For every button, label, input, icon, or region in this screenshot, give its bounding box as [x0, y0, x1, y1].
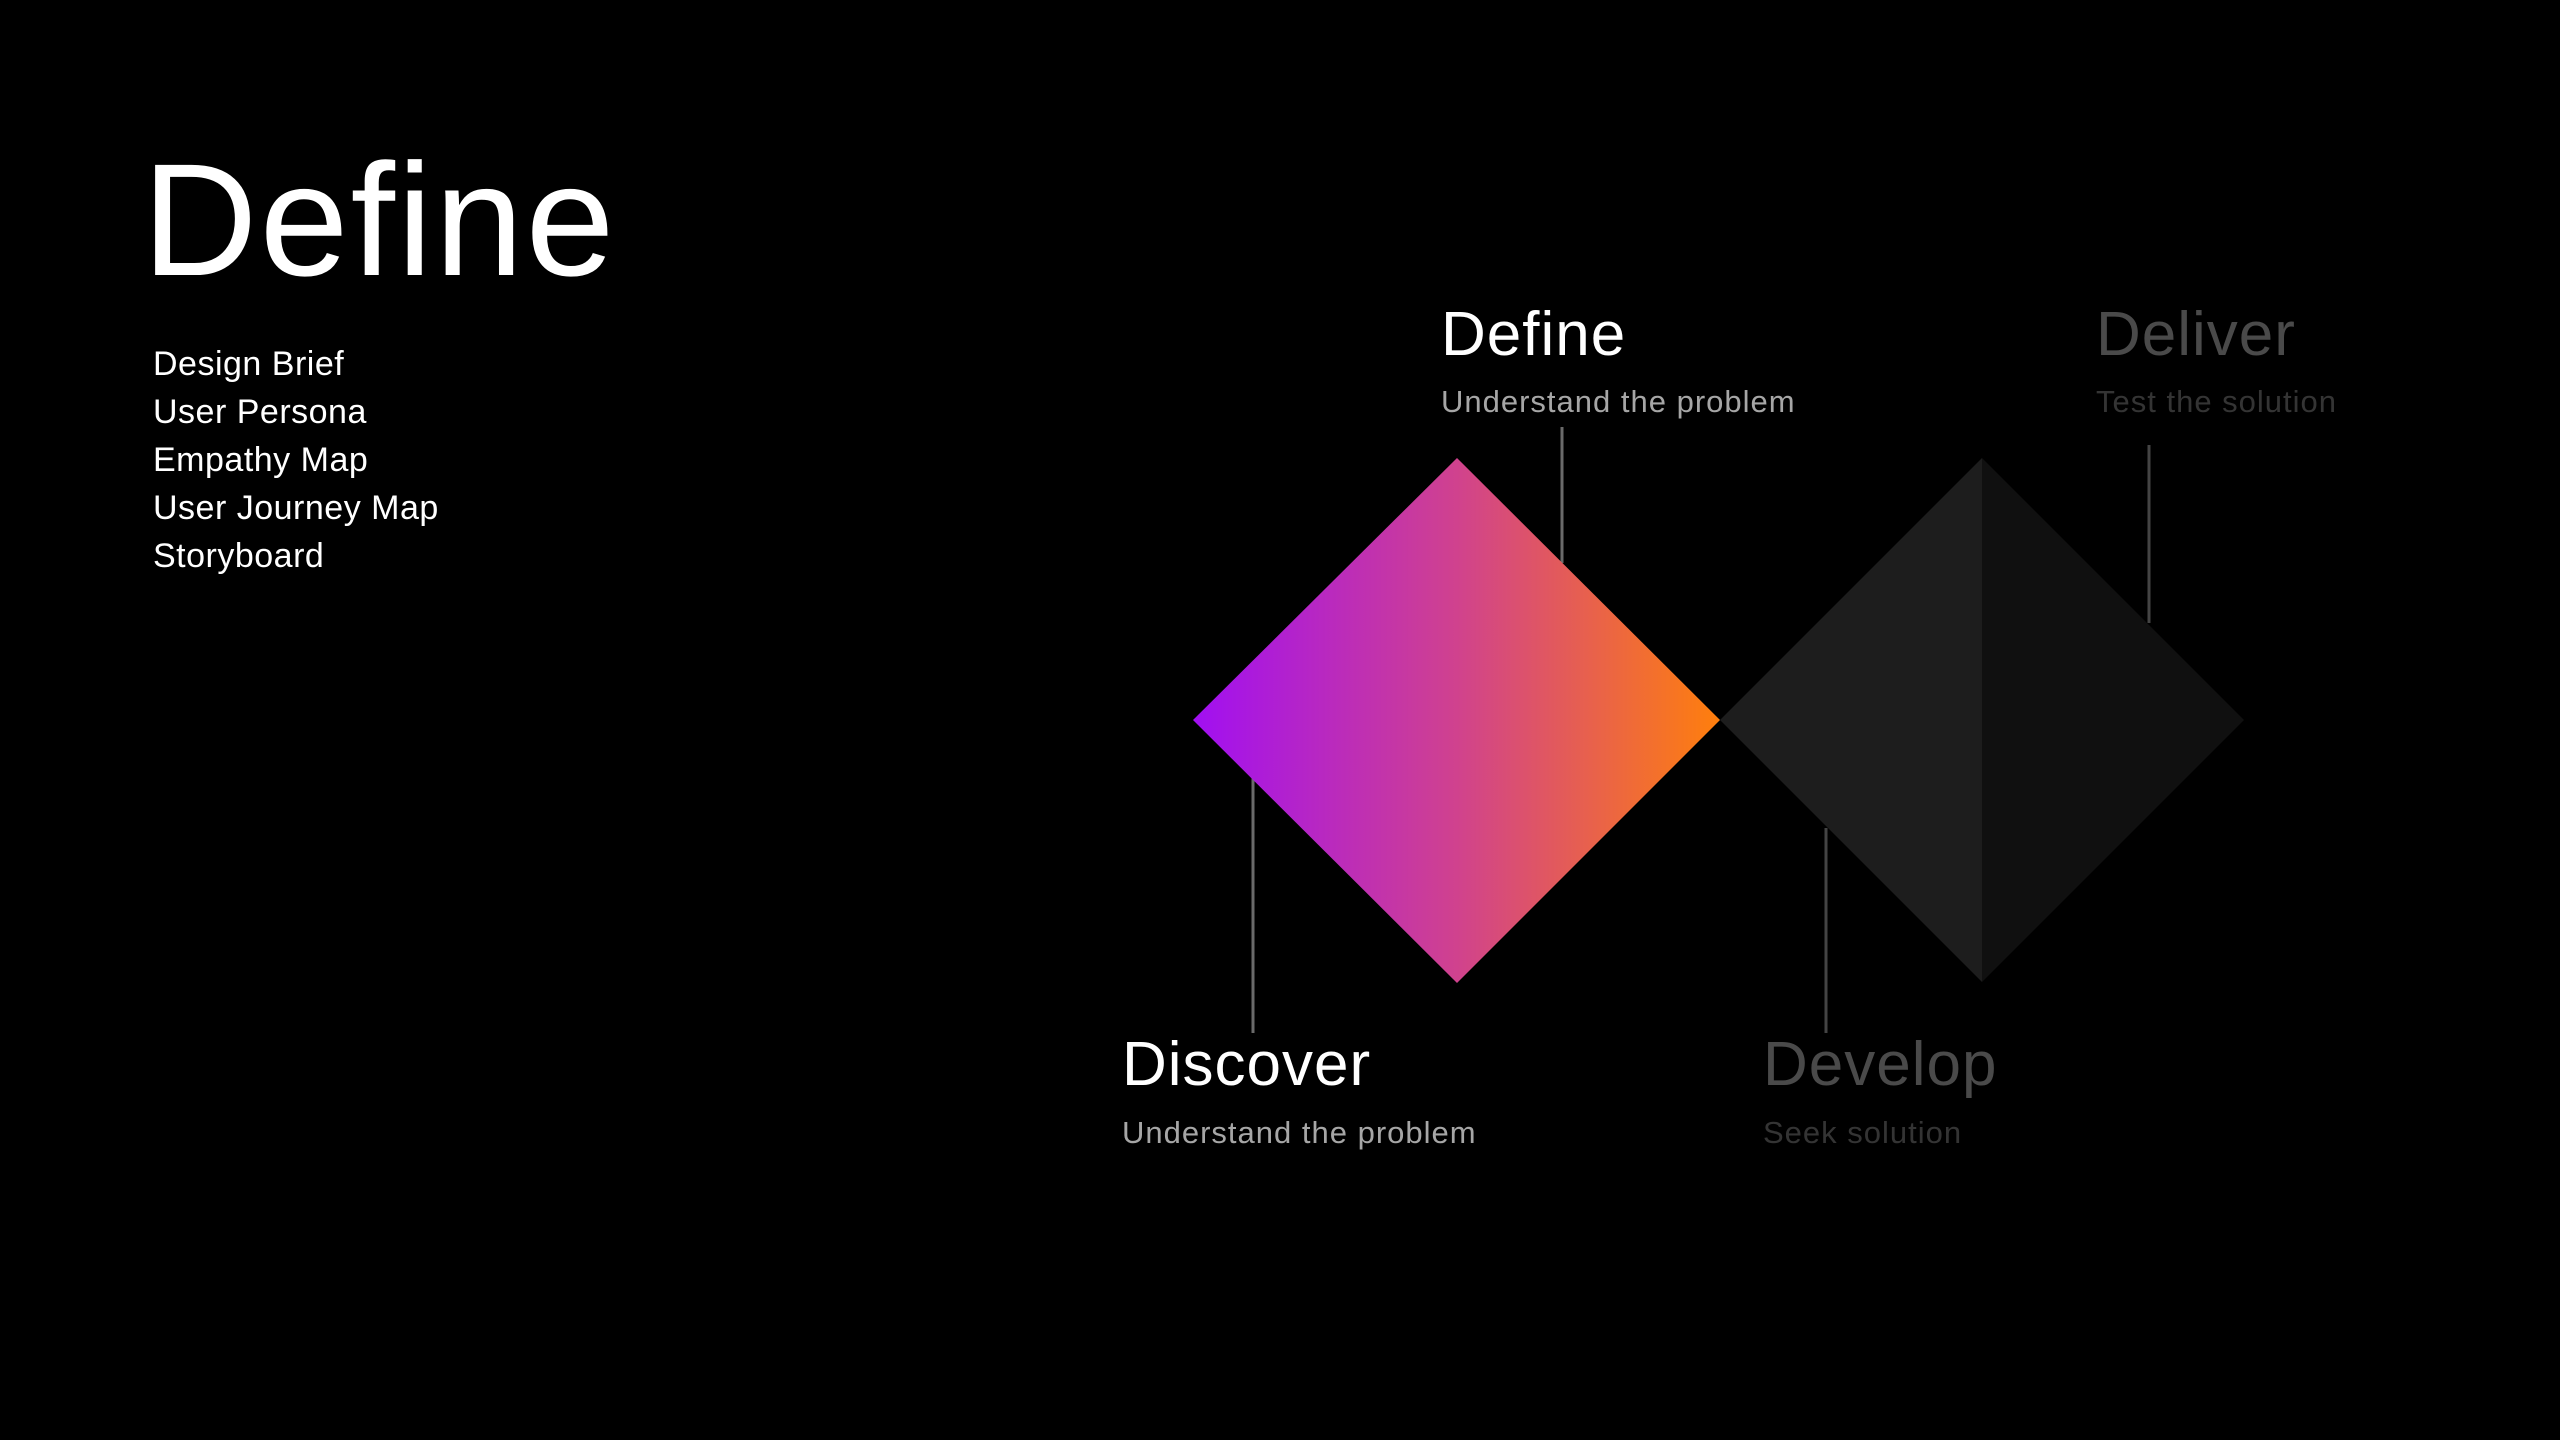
deliverable-user-journey-map: User Journey Map	[153, 489, 439, 527]
stage-develop-subtitle: Seek solution	[1763, 1115, 1963, 1150]
define-gradient-diamond	[1193, 458, 1720, 983]
deliver-diamond-half	[1982, 458, 2244, 982]
stage-discover-title: Discover	[1122, 1030, 1372, 1099]
stage-discover-subtitle: Understand the problem	[1122, 1115, 1477, 1150]
deliverables-list: Design Brief User Persona Empathy Map Us…	[153, 340, 439, 580]
deliverable-storyboard: Storyboard	[153, 537, 325, 575]
page-title: Define	[142, 130, 617, 309]
stage-define-subtitle: Understand the problem	[1441, 384, 1796, 419]
deliverable-design-brief: Design Brief	[153, 345, 345, 383]
stage-develop-title: Develop	[1763, 1030, 1998, 1099]
stage-define-title: Define	[1441, 300, 1627, 369]
stage-deliver-title: Deliver	[2096, 300, 2296, 369]
deliverable-empathy-map: Empathy Map	[153, 441, 369, 479]
stage-deliver-subtitle: Test the solution	[2096, 384, 2338, 419]
develop-diamond-half	[1720, 458, 1982, 982]
deliverable-user-persona: User Persona	[153, 393, 367, 431]
